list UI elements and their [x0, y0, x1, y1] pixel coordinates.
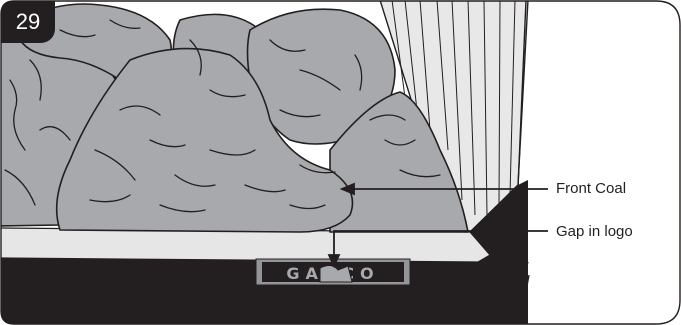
coal-bed-ledge — [0, 228, 490, 262]
callout-front-coal: Front Coal — [556, 180, 626, 197]
callout-gap-in-logo: Gap in logo — [556, 223, 633, 240]
step-number-badge: 29 — [1, 1, 55, 43]
firebox-front-base — [0, 258, 500, 325]
